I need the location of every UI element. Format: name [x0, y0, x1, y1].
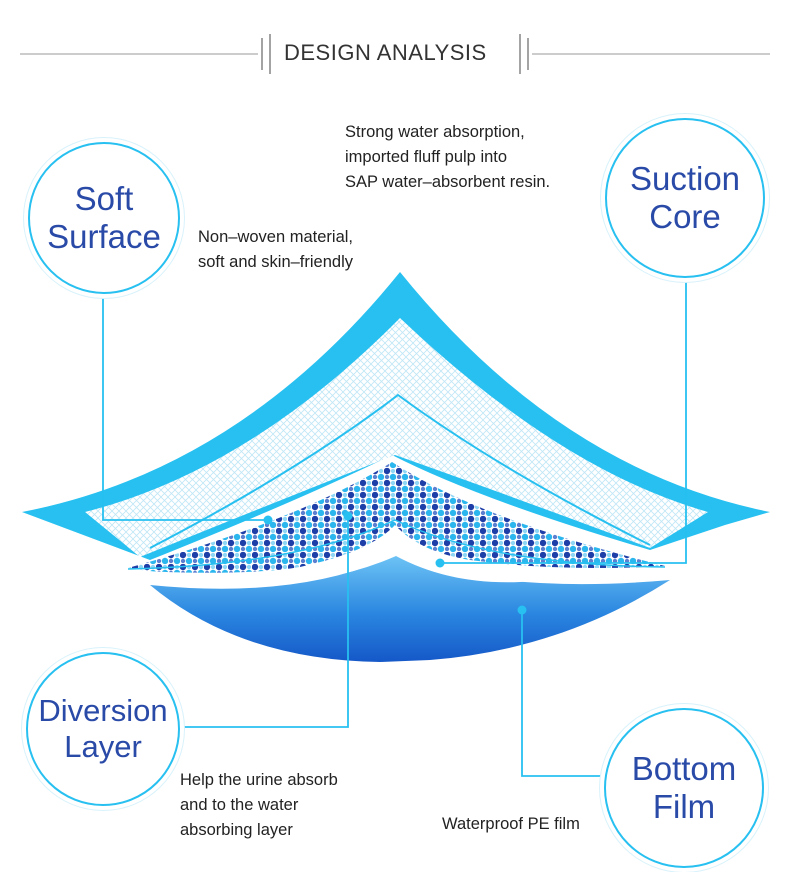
- label-line: Film: [652, 788, 716, 825]
- label-line: Diversion: [38, 693, 168, 729]
- marker-bottom-film: [517, 605, 527, 615]
- description-line: absorbing layer: [180, 820, 293, 839]
- label-line: Soft: [74, 180, 134, 218]
- connector-soft-surface: [102, 292, 266, 521]
- label-soft-surface: Soft Surface: [28, 142, 180, 294]
- description-line: SAP water–absorbent resin.: [345, 172, 551, 191]
- header-rule-decoration: [20, 34, 770, 74]
- diversion-layer-shape: [128, 462, 665, 575]
- marker-suction-core: [435, 558, 445, 568]
- connector-suction-core: [442, 275, 687, 564]
- description-bottom-film: Waterproof PE film: [442, 812, 580, 837]
- description-line: Help the urine absorb: [180, 771, 338, 789]
- label-line: Surface: [47, 218, 161, 255]
- description-line: Non–woven material,: [198, 228, 353, 246]
- description-line: Waterproof PE film: [442, 815, 580, 833]
- description-suction-core: Strong water absorption, imported fluff …: [345, 120, 550, 194]
- description-line: and to the water: [180, 795, 299, 814]
- section-header: DESIGN ANALYSIS: [0, 28, 790, 80]
- description-line: imported fluff pulp into: [345, 147, 508, 166]
- bottom-film-shape: [150, 555, 670, 662]
- label-diversion-layer: Diversion Layer: [26, 652, 180, 806]
- description-soft-surface: Non–woven material, soft and skin–friend…: [198, 225, 353, 275]
- label-line: Core: [649, 198, 721, 235]
- connector-diversion-layer: [178, 518, 349, 728]
- marker-diversion-layer: [343, 511, 353, 521]
- label-bottom-film: Bottom Film: [604, 708, 764, 868]
- label-line: Suction: [629, 160, 741, 198]
- label-suction-core: Suction Core: [605, 118, 765, 278]
- description-line: Strong water absorption,: [345, 123, 525, 141]
- label-line: Layer: [64, 729, 142, 764]
- label-line: Bottom: [631, 750, 737, 788]
- description-line: soft and skin–friendly: [198, 252, 354, 271]
- marker-soft-surface: [263, 515, 273, 525]
- connector-bottom-film: [521, 612, 604, 777]
- description-diversion-layer: Help the urine absorb and to the water a…: [180, 768, 338, 842]
- page-title: DESIGN ANALYSIS: [284, 40, 487, 65]
